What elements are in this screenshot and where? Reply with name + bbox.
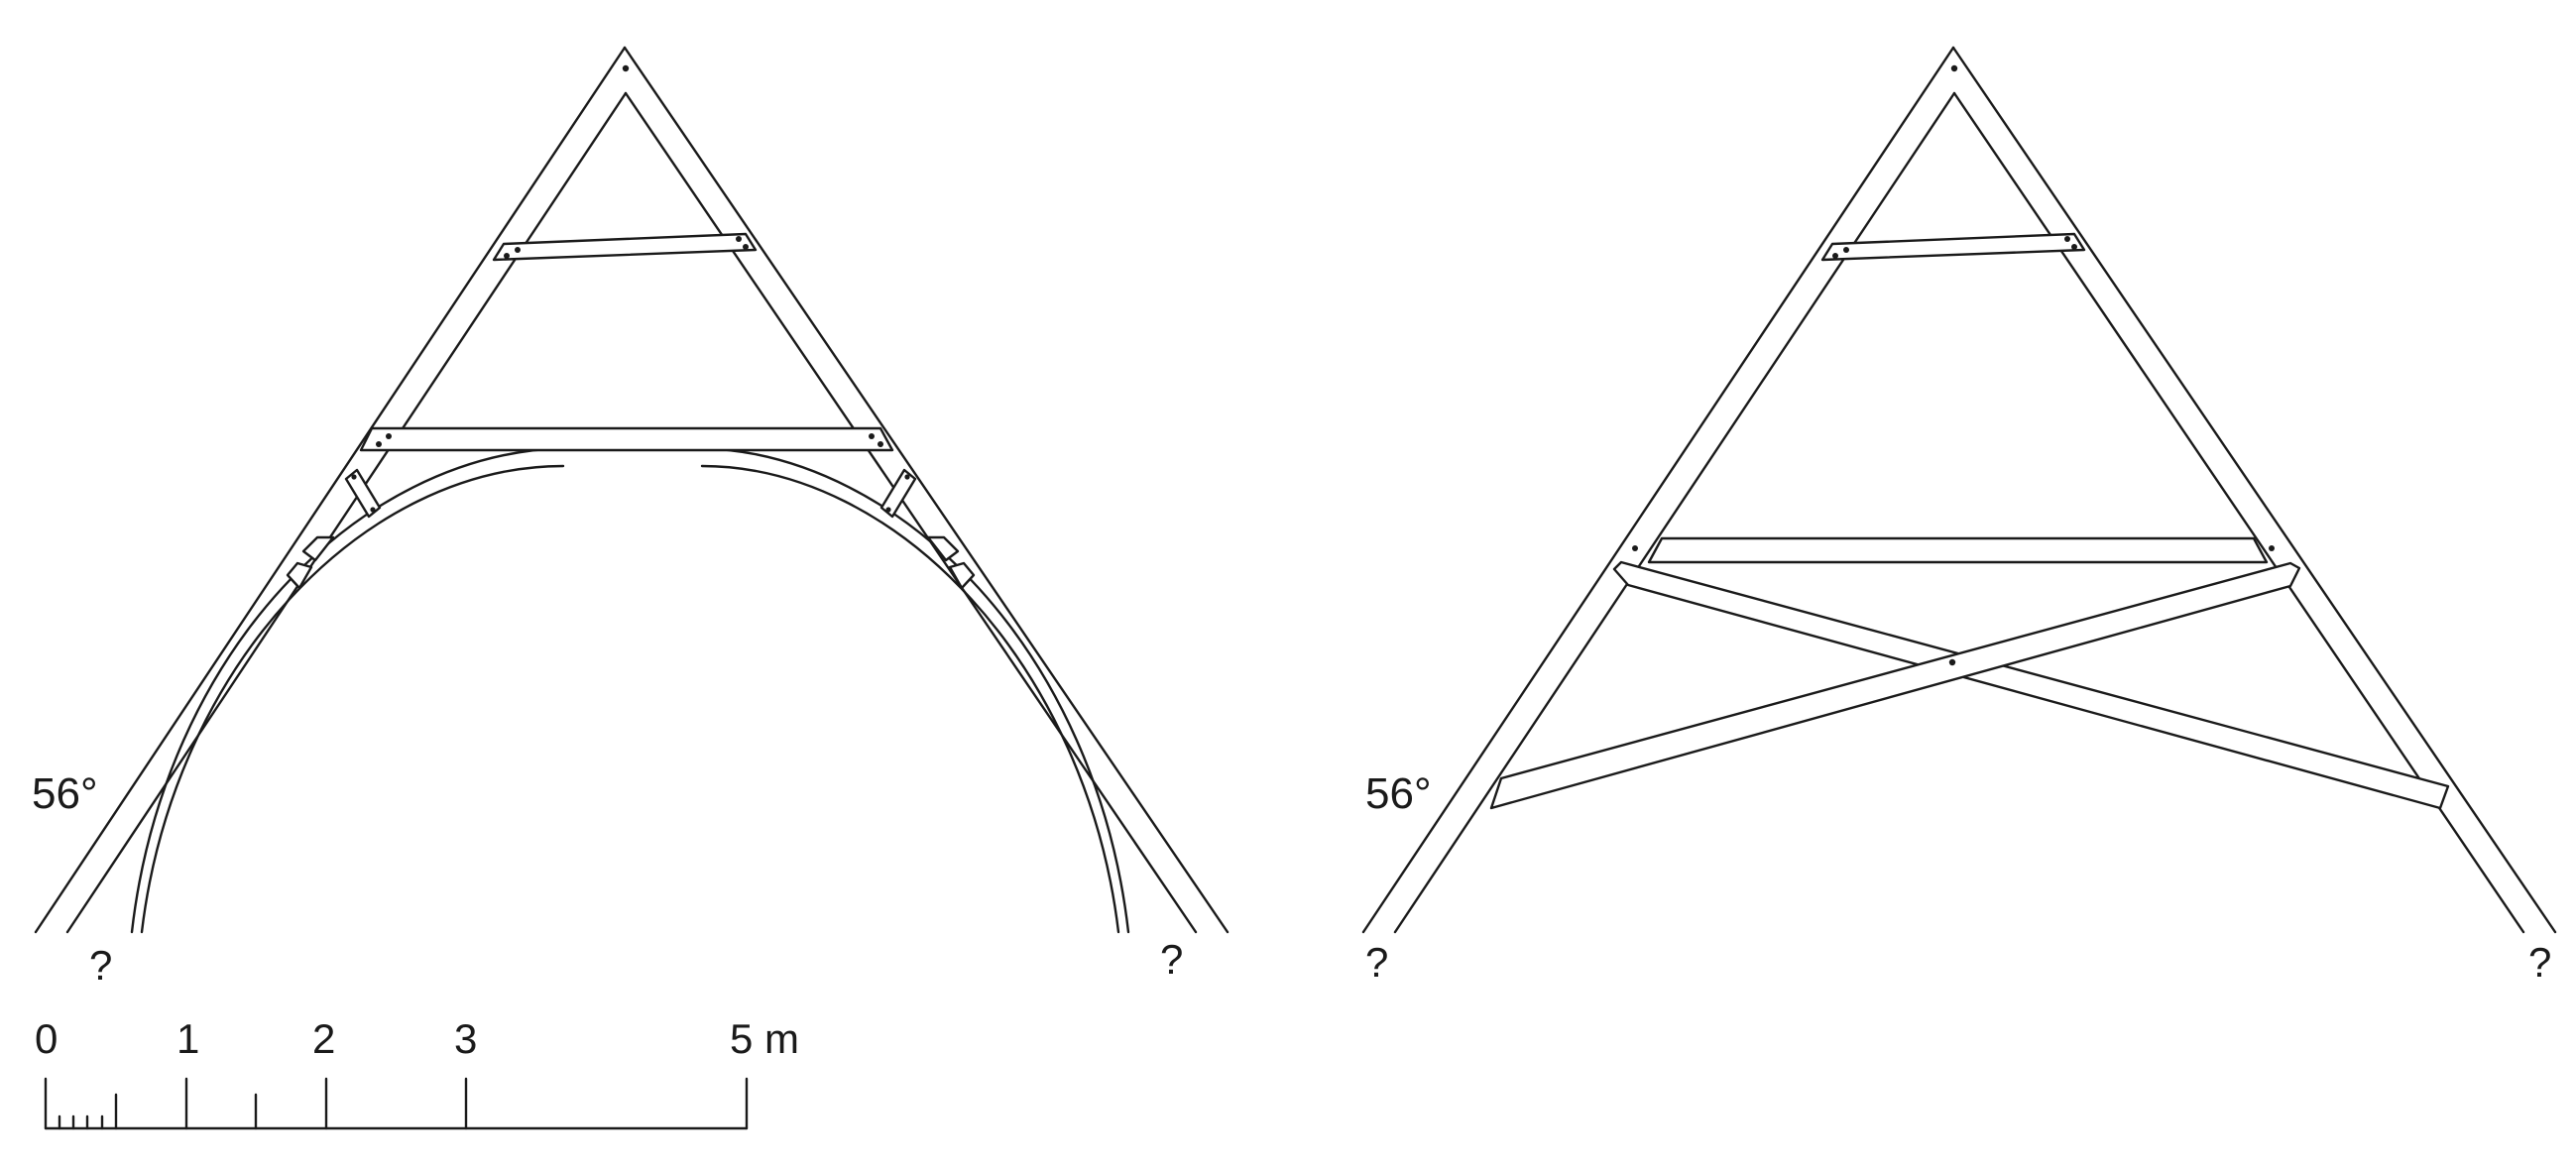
scale-tick-label-5m: 5 m bbox=[730, 1015, 799, 1062]
left-cleats bbox=[286, 535, 976, 590]
right-scissor-brace-a bbox=[1612, 560, 2450, 810]
left-upper-collar bbox=[492, 232, 758, 262]
left-brace-right bbox=[879, 468, 917, 519]
left-arch-brace bbox=[130, 446, 1130, 934]
left-foot-right-label: ? bbox=[1160, 936, 1183, 983]
right-truss-right-rafter bbox=[1951, 46, 2557, 934]
left-angle-label: 56° bbox=[32, 769, 98, 818]
right-angle-label: 56° bbox=[1365, 769, 1432, 818]
right-foot-left-label: ? bbox=[1365, 939, 1388, 986]
left-lower-collar bbox=[359, 426, 894, 452]
left-truss-left-rafter bbox=[34, 46, 628, 934]
scissor-peg bbox=[1948, 658, 1956, 666]
scale-tick-label-2: 2 bbox=[312, 1015, 335, 1062]
scale-tick-label-0: 0 bbox=[35, 1015, 58, 1062]
right-scissor-brace-b bbox=[1489, 561, 2301, 810]
apex-peg bbox=[1950, 64, 1958, 72]
right-lower-collar bbox=[1632, 536, 2275, 564]
scale-tick-label-3: 3 bbox=[454, 1015, 477, 1062]
scale-tick-label-1: 1 bbox=[176, 1015, 199, 1062]
right-truss-left-rafter bbox=[1361, 46, 1956, 934]
right-truss: 56° ? ? bbox=[1361, 46, 2557, 986]
left-foot-left-label: ? bbox=[89, 942, 112, 989]
right-upper-collar bbox=[1820, 232, 2086, 262]
left-truss-right-rafter bbox=[623, 46, 1229, 934]
left-truss: 56° ? ? bbox=[32, 46, 1229, 989]
right-foot-right-label: ? bbox=[2528, 939, 2551, 986]
left-brace-left bbox=[344, 468, 382, 519]
apex-peg bbox=[622, 64, 630, 72]
scale-bar: 0 1 2 3 5 m bbox=[35, 1015, 799, 1130]
